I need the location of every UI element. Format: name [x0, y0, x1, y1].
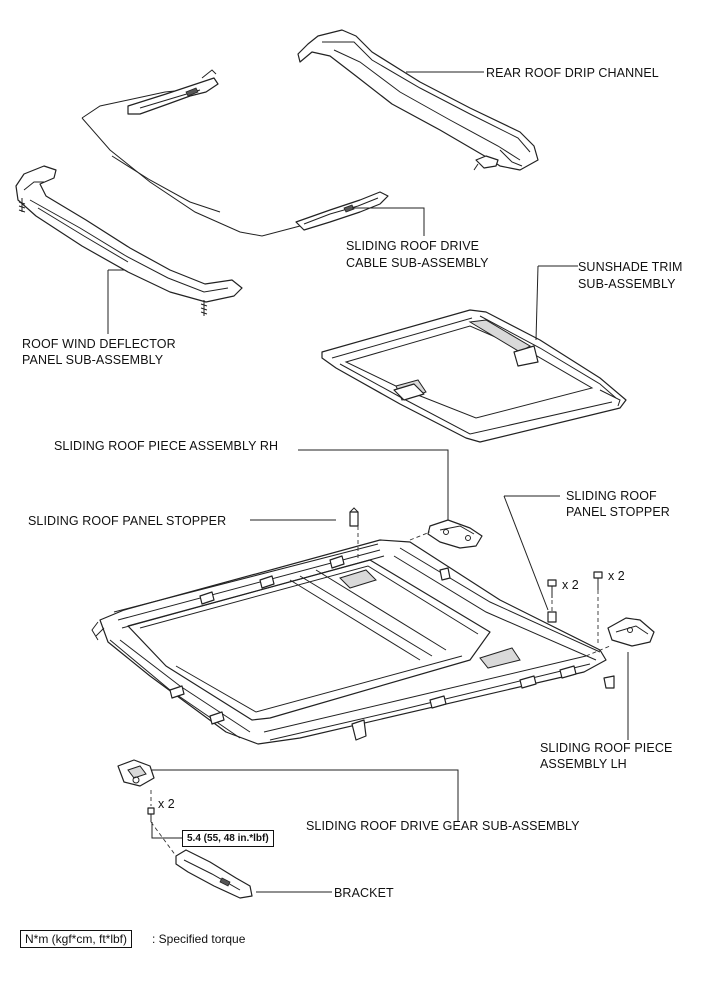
- legend-description: : Specified torque: [152, 932, 246, 946]
- drive-gear-part: [117, 759, 155, 822]
- rear-roof-drip-channel-part: [297, 29, 539, 171]
- label-deflector-line1: ROOF WIND DEFLECTOR: [22, 337, 176, 351]
- panel-stopper-right-part: [547, 611, 557, 623]
- leader-lines: [107, 71, 629, 893]
- label-deflector-line2: PANEL SUB-ASSEMBLY: [22, 353, 164, 367]
- label-drive-cable-line2: CABLE SUB-ASSEMBLY: [346, 256, 489, 270]
- label-stopper-right-line2: PANEL STOPPER: [566, 505, 670, 519]
- label-piece-lh-line1: SLIDING ROOF PIECE: [540, 741, 673, 755]
- label-drive-cable-line1: SLIDING ROOF DRIVE: [346, 239, 480, 253]
- torque-spec-box: 5.4 (55, 48 in.*lbf): [182, 830, 274, 847]
- qty-bolt-gear: x 2: [158, 797, 175, 811]
- label-drive-gear: SLIDING ROOF DRIVE GEAR SUB-ASSEMBLY: [306, 819, 580, 833]
- roof-wind-deflector-part: [15, 165, 243, 316]
- label-bracket: BRACKET: [334, 886, 394, 900]
- label-sunshade-line1: SUNSHADE TRIM: [578, 260, 683, 274]
- bracket-part: [175, 849, 253, 899]
- panel-stopper-left-part: [349, 507, 359, 527]
- sliding-roof-drive-cable-part: [81, 69, 389, 237]
- sliding-roof-housing-part: [91, 539, 615, 745]
- label-rear-roof-drip-channel: REAR ROOF DRIP CHANNEL: [486, 66, 659, 80]
- sliding-roof-piece-lh-part: [607, 617, 655, 647]
- sliding-roof-piece-rh-part: [427, 519, 483, 549]
- bolt-stopper: [547, 579, 557, 598]
- legend-unit-box: N*m (kgf*cm, ft*lbf): [20, 930, 133, 948]
- label-piece-rh: SLIDING ROOF PIECE ASSEMBLY RH: [54, 439, 279, 453]
- bolt-lh: [593, 571, 603, 590]
- label-piece-lh-line2: ASSEMBLY LH: [540, 757, 627, 771]
- sunshade-trim-part: [321, 309, 627, 443]
- qty-bolt-lh: x 2: [608, 569, 625, 583]
- label-sunshade-line2: SUB-ASSEMBLY: [578, 277, 676, 291]
- label-stopper-right-line1: SLIDING ROOF: [566, 489, 657, 503]
- qty-bolt-stopper: x 2: [562, 578, 579, 592]
- alignment-lines: [150, 526, 611, 857]
- label-stopper-left: SLIDING ROOF PANEL STOPPER: [28, 514, 227, 528]
